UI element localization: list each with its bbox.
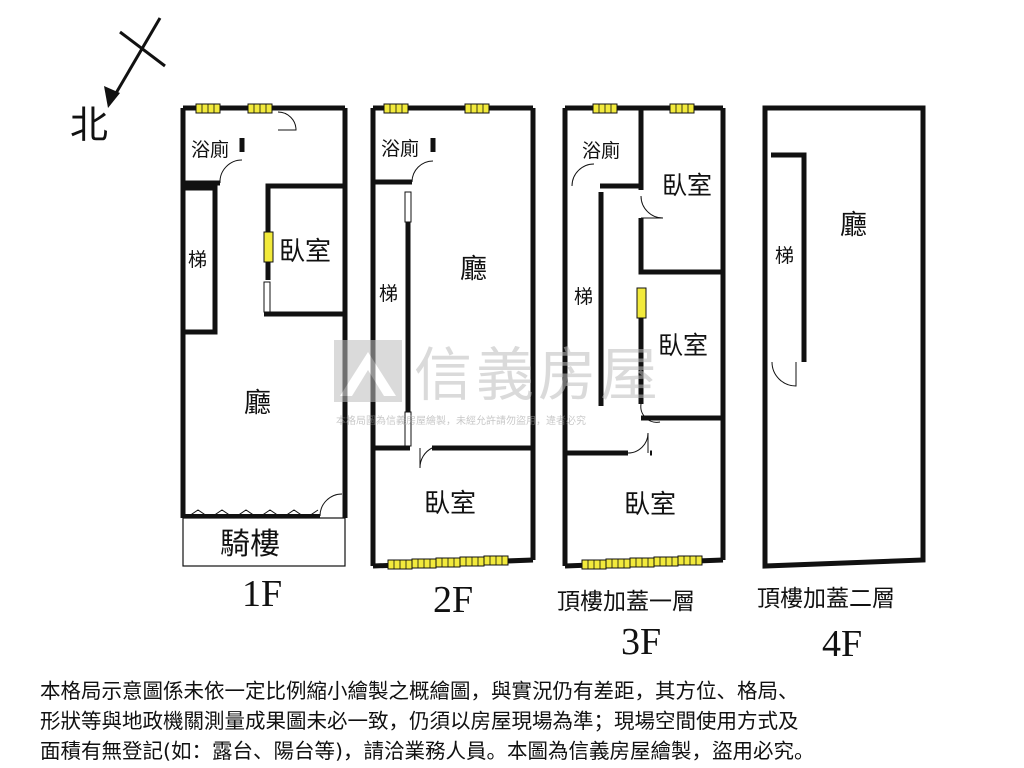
4f-living-label: 廳 — [840, 210, 867, 241]
4f-floor-label: 4F — [822, 623, 862, 665]
3f-floor-label: 3F — [621, 621, 661, 663]
1f-stairs-label: 梯 — [188, 249, 207, 271]
3f-bedroom-top-label: 臥室 — [662, 171, 712, 200]
1f-arcade-box — [182, 517, 346, 567]
north-compass: 北 — [70, 17, 166, 147]
1f-folding-door — [185, 509, 319, 519]
compass-cross-bar — [119, 30, 166, 68]
3f-window-top-right — [669, 103, 695, 114]
1f-door-front — [319, 493, 343, 517]
3f-door-bedroom-bottom — [627, 432, 649, 454]
floor-3f-plan — [562, 105, 726, 569]
disclaimer-line: 面積有無登記(如：露台、陽台等)，請洽業務人員。本圖為信義房屋繪製，盜用必究。 — [40, 739, 815, 763]
2f-floor-label: 2F — [433, 579, 473, 621]
3f-bedroom-bottom-label: 臥室 — [624, 490, 676, 520]
watermark-brand: 信義房屋 — [414, 341, 662, 409]
1f-window-top-right — [247, 103, 273, 114]
2f-window-top-right — [464, 103, 490, 114]
2f-door-bedroom — [419, 447, 433, 469]
watermark-logo-icon — [334, 340, 402, 402]
3f-wall-bedroom-top-bottom — [638, 218, 723, 275]
floor-1f-details: 浴廁 梯 臥室 廳 騎樓 1F — [182, 103, 346, 615]
floor-4f-plan — [762, 105, 926, 569]
1f-bedroom-label: 臥室 — [279, 237, 331, 267]
4f-door-stairs — [771, 361, 797, 387]
3f-caption: 頂樓加蓋一層 — [557, 589, 695, 615]
floor-2f-details: 浴廁 梯 廳 臥室 2F — [379, 103, 509, 621]
1f-living-label: 廳 — [244, 388, 271, 419]
3f-door-bedroom-top — [640, 195, 664, 219]
4f-wall-stairs — [771, 152, 807, 362]
4f-caption: 頂樓加蓋二層 — [757, 586, 895, 612]
2f-door-stairs-bottom — [404, 411, 412, 447]
4f-stairs-label: 梯 — [775, 245, 794, 267]
1f-arcade-label: 騎樓 — [220, 527, 280, 562]
north-label: 北 — [70, 103, 108, 147]
disclaimer-line: 本格局示意圖係未依一定比例縮小繪製之概繪圖，與實況仍有差距，其方位、格局、 — [40, 679, 799, 703]
3f-door-bedroom-mid — [640, 403, 661, 423]
1f-wall-stairs — [183, 185, 218, 335]
compass-arrow-head — [104, 86, 120, 108]
3f-door-bath — [571, 163, 595, 187]
1f-window-top-left — [195, 103, 221, 114]
disclaimer-line: 形狀等與地政機關測量成果圖未必一致，仍須以房屋現場為準；現場空間使用方式及 — [40, 709, 799, 733]
floor-3f-details: 浴廁 梯 臥室 臥室 臥室 頂樓加蓋一層 3F — [557, 103, 712, 663]
3f-window-top-left — [592, 103, 618, 114]
3f-window-bedroom-mid — [636, 287, 647, 319]
4f-outer-walls — [762, 105, 926, 569]
watermark-notice: 本格局圖為信義房屋繪製，未經允許請勿盜用，違者必究 — [336, 414, 586, 427]
3f-bath-label: 浴廁 — [582, 139, 620, 162]
1f-bath-label: 浴廁 — [191, 138, 229, 161]
2f-stairs-label: 梯 — [379, 283, 398, 305]
2f-window-top-left — [383, 103, 409, 114]
2f-window-front — [387, 555, 509, 570]
1f-door-bath — [219, 159, 243, 184]
2f-living-label: 廳 — [460, 254, 487, 285]
1f-door-bedroom — [263, 281, 271, 313]
1f-floor-label: 1F — [242, 573, 282, 615]
2f-door-bath — [411, 160, 434, 183]
2f-door-stairs-top — [404, 191, 412, 223]
2f-bath-label: 浴廁 — [381, 137, 419, 160]
1f-window-bedroom — [263, 231, 274, 263]
3f-window-front — [581, 555, 703, 570]
2f-bedroom-label: 臥室 — [424, 489, 476, 519]
disclaimer: 本格局示意圖係未依一定比例縮小繪製之概繪圖，與實況仍有差距，其方位、格局、 形狀… — [40, 676, 990, 766]
floor-1f-plan — [180, 105, 348, 518]
watermark: 信義房屋 本格局圖為信義房屋繪製，未經允許請勿盜用，違者必究 — [334, 340, 662, 427]
3f-bedroom-mid-label: 臥室 — [658, 331, 708, 360]
1f-door-entry — [277, 111, 297, 131]
3f-stairs-label: 梯 — [574, 286, 593, 308]
compass-arrow-shaft — [110, 17, 162, 101]
1f-wall-bedroom-top — [265, 183, 345, 232]
floor-4f-details: 梯 廳 頂樓加蓋二層 4F — [757, 210, 895, 665]
